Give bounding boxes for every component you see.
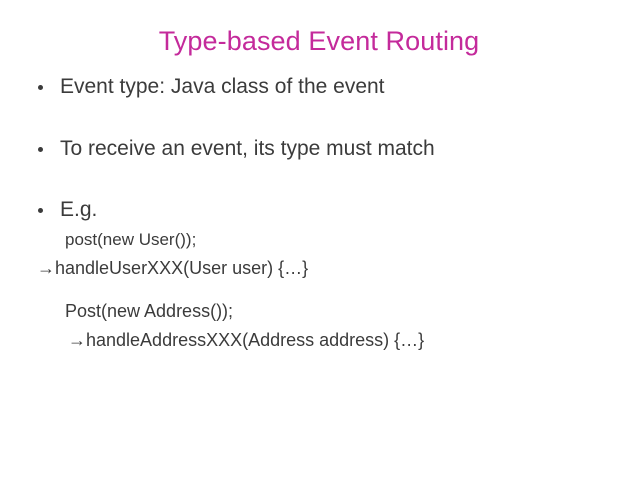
bullet-text: E.g. <box>60 198 98 221</box>
list-item: To receive an event, its type must match <box>0 134 638 164</box>
bullet-text: Event type: Java class of the event <box>60 75 385 98</box>
code-line-post-user: post(new User()); <box>65 230 197 249</box>
page-title: Type-based Event Routing <box>158 26 480 56</box>
spacer <box>0 164 638 195</box>
bullet-dot-icon <box>38 208 43 213</box>
list-item: E.g. <box>0 195 638 225</box>
bullet-dot-icon <box>38 147 43 152</box>
slide-body: Event type: Java class of the event To r… <box>0 72 638 355</box>
bullet-dot-icon <box>38 85 43 90</box>
spacer <box>0 283 638 297</box>
spacer <box>0 102 638 134</box>
code-line-handle-address: →handleAddressXXX(Address address) {…} <box>68 330 425 350</box>
bullet-text: To receive an event, its type must match <box>60 137 435 160</box>
code-line-handle-user: →handleUserXXX(User user) {…} <box>37 258 309 278</box>
list-item: Event type: Java class of the event <box>0 72 638 102</box>
code-line-post-address: Post(new Address()); <box>65 301 234 321</box>
